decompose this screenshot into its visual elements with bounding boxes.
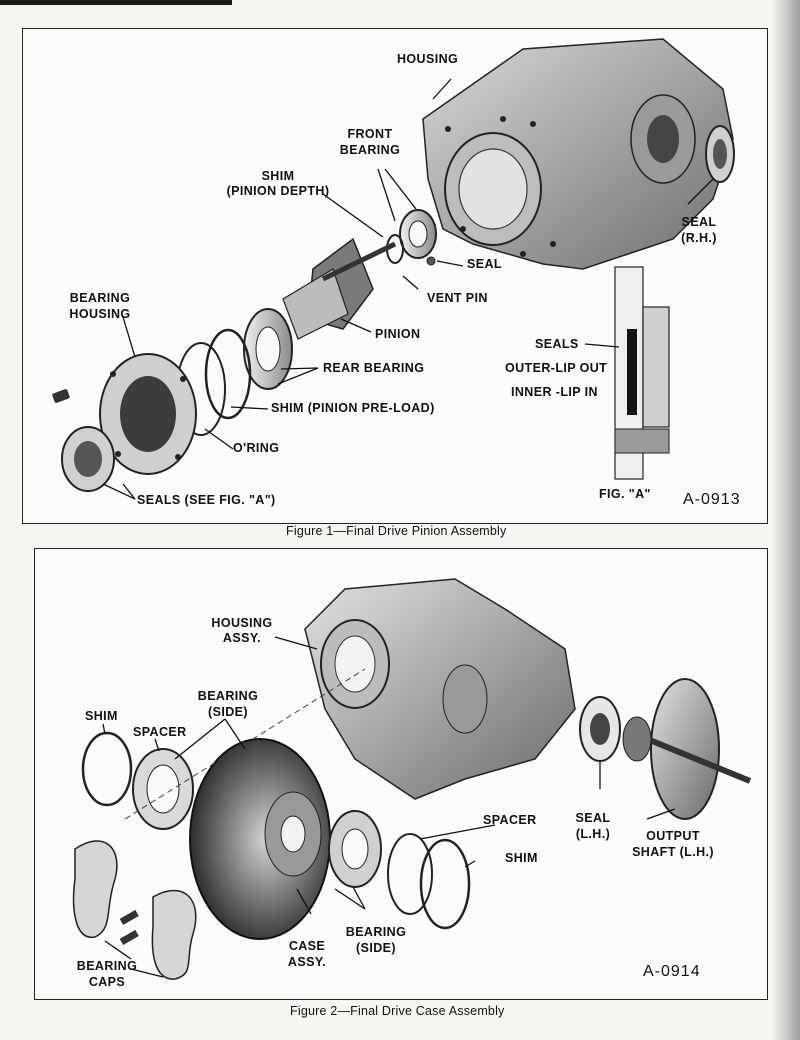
housing-drawing [422,38,734,270]
label-bearing-caps-1: BEARING [76,959,138,973]
label-bearing-housing-2: HOUSING [69,307,131,321]
label-bearing-side-bottom-1: BEARING [345,925,407,939]
label-fig-a: FIG. "A" [599,487,651,501]
bearing-housing-drawing [99,353,197,475]
label-seals-note-1: SEALS [535,337,579,351]
label-rear-bearing: REAR BEARING [323,361,425,375]
label-housing-assy-1: HOUSING [211,616,273,630]
label-case-assy-2: ASSY. [287,955,327,969]
label-seal-rh-1: SEAL [681,215,717,229]
seals-drawing [61,426,115,492]
preload-shim-drawing [204,328,252,420]
rear-bearing-drawing [243,308,293,390]
fig-a-seal-section [614,266,670,480]
page-top-rule [0,0,232,5]
bearing-caps-drawing [72,840,197,980]
seal-small-drawing [426,256,436,266]
label-shim-left: SHIM [85,709,118,723]
spacer-right-drawing [387,833,433,915]
label-seals-note-2: OUTER-LIP OUT [505,361,608,375]
label-oring: O'RING [233,441,280,455]
label-output-shaft-1: OUTPUT [646,829,700,843]
label-shim-depth-2: (PINION DEPTH) [226,184,330,198]
label-shim-preload: SHIM (PINION PRE-LOAD) [271,401,435,415]
assembly-centerline [124,668,366,820]
label-spacer-left: SPACER [133,725,187,739]
label-vent-pin: VENT PIN [427,291,488,305]
figure-2-panel: HOUSING ASSY. BEARING (SIDE) SHIM SPACER… [34,548,768,1000]
label-seal-lh-2: (L.H.) [575,827,611,841]
label-bearing-housing-1: BEARING [69,291,131,305]
label-shim-right: SHIM [505,851,538,865]
label-spacer-right: SPACER [483,813,537,827]
label-seal-lh-1: SEAL [575,811,611,825]
figure-1-illustration [52,38,735,500]
housing-assy-drawing [304,578,576,800]
label-bearing-side-bottom-2: (SIDE) [356,941,396,955]
figure-2-leader-lines [102,636,676,978]
label-housing-assy-2: ASSY. [222,631,262,645]
seal-rh-drawing [705,125,735,183]
label-front-bearing-1: FRONT [347,127,393,141]
shim-right-drawing [419,838,471,930]
seal-lh-drawing [579,696,621,762]
figure-2-illustration [72,578,752,980]
label-housing: HOUSING [397,52,459,66]
label-case-assy-1: CASE [288,939,326,953]
case-assy-drawing [189,738,331,940]
figure-2-code: A-0914 [643,963,701,980]
figure-1-code: A-0913 [683,491,741,508]
figure-1-panel: HOUSING FRONT BEARING SHIM (PINION DEPTH… [22,28,768,524]
binding-shadow [772,0,800,1040]
label-bearing-side-top-1: BEARING [197,689,259,703]
label-bearing-side-top-2: (SIDE) [208,705,248,719]
output-shaft-drawing [622,678,752,820]
figure-2-caption: Figure 2—Final Drive Case Assembly [290,1004,505,1018]
label-output-shaft-2: SHAFT (L.H.) [632,845,714,859]
figure-1-leader-lines [102,78,714,500]
bolt-drawing [52,389,70,403]
label-seal: SEAL [467,257,502,271]
front-bearing-drawing [386,209,437,264]
label-shim-depth-1: SHIM [261,169,295,183]
bearing-side-right-drawing [328,810,382,888]
label-pinion: PINION [375,327,421,341]
figure-1-caption: Figure 1—Final Drive Pinion Assembly [286,524,507,538]
label-seals-note-3: INNER -LIP IN [511,385,598,399]
label-bearing-caps-2: CAPS [88,975,126,989]
label-seal-rh-2: (R.H.) [681,231,717,245]
spacer-left-drawing [132,748,194,830]
shim-left-drawing [81,731,133,807]
label-seals-see-fig-a: SEALS (SEE FIG. "A") [137,493,276,507]
label-front-bearing-2: BEARING [339,143,401,157]
pinion-drawing [282,237,397,340]
